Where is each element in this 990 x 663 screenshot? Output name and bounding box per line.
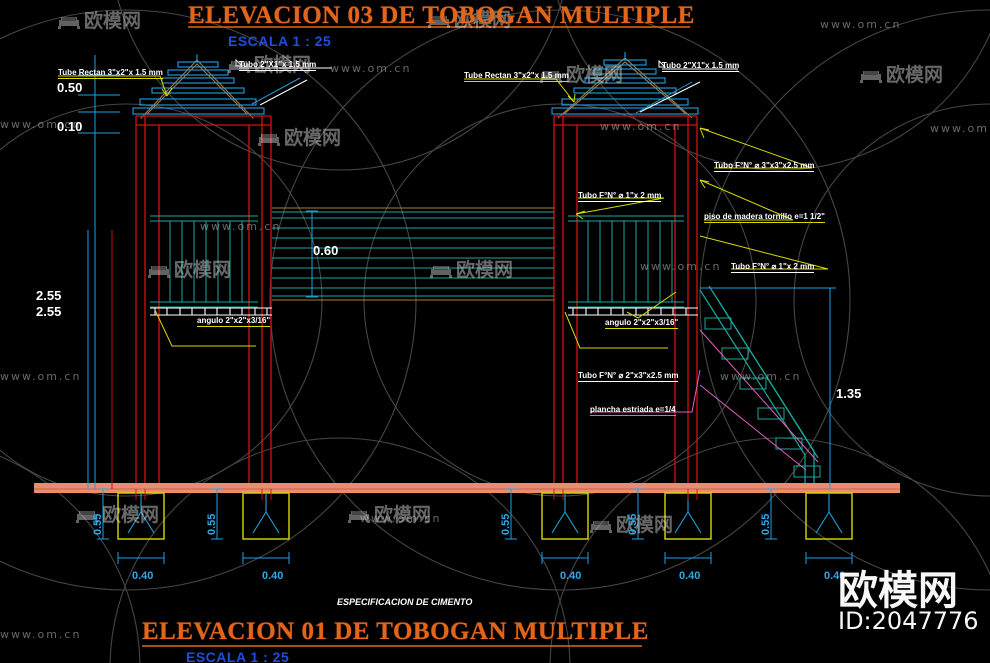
- foundation-blocks: [117, 492, 853, 540]
- right-tower-body: [553, 115, 698, 489]
- leader-lines: [58, 58, 829, 413]
- left-tower-roof: [132, 54, 265, 119]
- left-tower-body: [135, 115, 272, 489]
- ground-line: [34, 483, 900, 493]
- stair-assembly: [699, 285, 830, 489]
- dimension-lines: [78, 55, 853, 564]
- title-underlines: [142, 26, 690, 647]
- right-tower-roof: [551, 52, 699, 119]
- bridge-walkway: [272, 207, 554, 301]
